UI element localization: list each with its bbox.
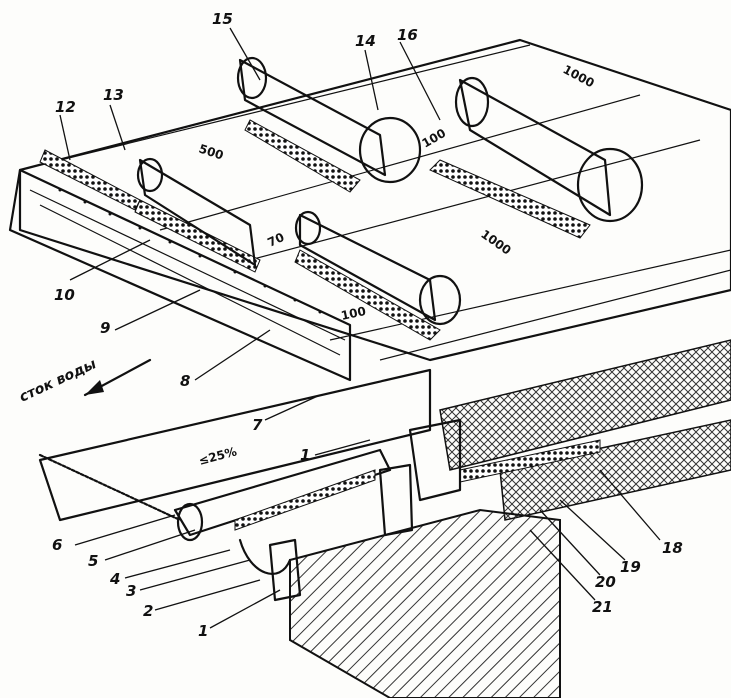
callout-10: 10: [54, 286, 75, 304]
callout-18: 18: [662, 539, 683, 557]
callout-labels: 12 13 15 14 16 10 9 8 7 1 6 5 4 3 2 1 18…: [52, 10, 683, 640]
leader-lines: [59, 27, 661, 629]
roll-16: [454, 76, 644, 223]
roll-13: [136, 157, 257, 267]
callout-9: 9: [100, 319, 110, 337]
dim-100-top: 100: [420, 126, 449, 151]
callout-1-lower: 1: [198, 622, 208, 640]
callout-1-upper: 1: [300, 446, 310, 464]
callout-4: 4: [109, 570, 120, 588]
water-flow-label: сток воды: [17, 356, 99, 406]
callout-19: 19: [620, 558, 641, 576]
callout-6: 6: [52, 536, 62, 554]
dim-70: 70: [265, 230, 286, 250]
callout-14: 14: [355, 32, 376, 50]
dim-slope: ≤25%: [197, 444, 238, 468]
callout-5: 5: [88, 552, 98, 570]
roll-14: [294, 210, 462, 326]
callout-7: 7: [252, 416, 263, 434]
eaves-beam: [8, 168, 352, 382]
dim-1000-top: 1000: [561, 62, 597, 90]
callout-15: 15: [212, 10, 233, 28]
insulation-layers: [439, 339, 731, 521]
masonry-wall: [289, 508, 561, 698]
callout-12: 12: [55, 98, 76, 116]
roof-plane: [18, 38, 731, 362]
callout-2: 2: [143, 602, 153, 620]
dim-1000-mid: 1000: [478, 227, 513, 258]
gutter-assembly: [38, 368, 432, 602]
callout-13: 13: [103, 86, 124, 104]
callout-8: 8: [180, 372, 190, 390]
callout-20: 20: [595, 573, 616, 591]
dim-500: 500: [197, 142, 225, 163]
callout-21: 21: [592, 598, 613, 616]
roll-15: [236, 56, 422, 184]
dim-100-mid: 100: [340, 304, 367, 323]
callout-3: 3: [126, 582, 136, 600]
callout-16: 16: [397, 26, 418, 44]
